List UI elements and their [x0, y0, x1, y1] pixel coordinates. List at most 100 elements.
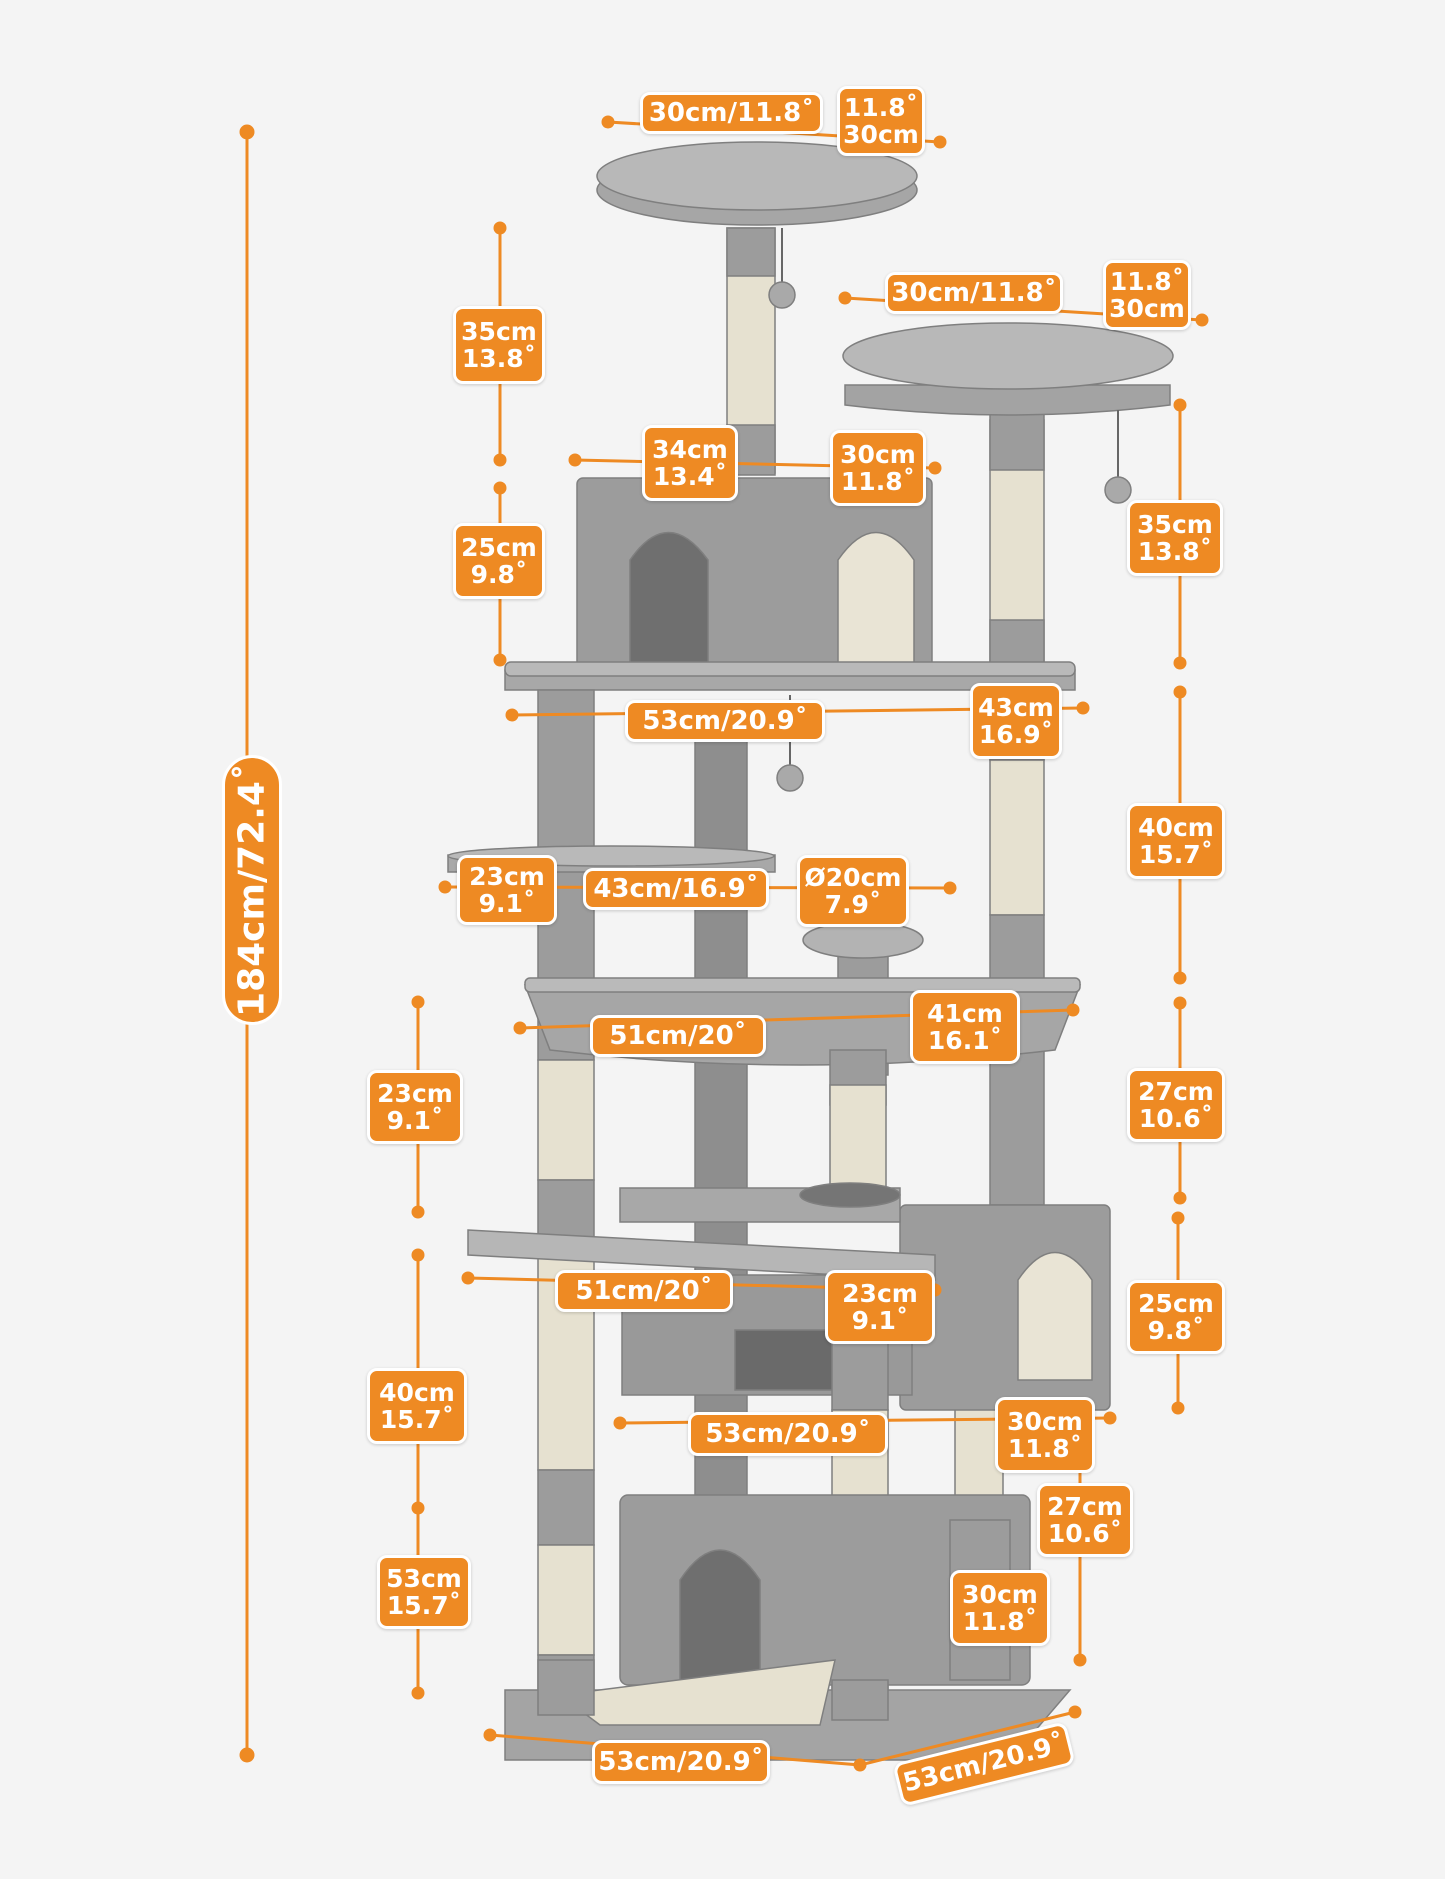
right-perch [844, 384, 1171, 416]
round-perch [802, 921, 924, 959]
label-text: 10.6˚ [1047, 1519, 1123, 1548]
post [537, 1059, 595, 1181]
label-text: 53cm/20.9˚ [642, 705, 808, 736]
label-text: 23cm [842, 1279, 918, 1308]
label-text: 23cm [377, 1079, 453, 1108]
post [537, 1469, 595, 1546]
label-text: 9.8˚ [1147, 1316, 1205, 1345]
label-text: 30cm [962, 1580, 1038, 1609]
label-text: 35cm [461, 317, 537, 346]
post [537, 1659, 595, 1716]
post [989, 409, 1045, 471]
label-text: 25cm [1138, 1289, 1214, 1318]
right-perch [842, 322, 1174, 390]
top-perch [596, 141, 918, 211]
pompom-toy [776, 764, 804, 792]
platform-width-label: 43cm/16.9˚ [583, 868, 769, 910]
label-text: 34cm [652, 435, 728, 464]
label-text: 9.1˚ [478, 889, 536, 918]
pompom-toy [768, 281, 796, 309]
label-text: 51cm/20˚ [609, 1020, 747, 1051]
label-text: 41cm [927, 999, 1003, 1028]
upper-deck-width-label: 53cm/20.9˚ [625, 700, 825, 742]
label-text: 15.7˚ [379, 1405, 455, 1434]
post [829, 1084, 887, 1201]
label-text: 51cm/20˚ [575, 1275, 713, 1306]
hammock-width-label: 51cm/20˚ [590, 1015, 766, 1057]
top-perch-width-label: 30cm/11.8˚ [640, 92, 823, 134]
label-text: 23cm [469, 862, 545, 891]
label-text: 30cm/11.8˚ [891, 277, 1057, 308]
lower-deck [467, 1229, 936, 1281]
total-height-label: 184cm/72.4˚ [222, 755, 282, 1025]
post [726, 227, 776, 277]
top-perch-depth-label: 11.8˚30cm [837, 86, 925, 156]
right-perch-depth-label: 11.8˚30cm [1103, 260, 1191, 330]
post [537, 1179, 595, 1241]
label-text: Ø20cm [804, 863, 902, 892]
label-text: 27cm [1047, 1492, 1123, 1521]
label-text: 27cm [1138, 1077, 1214, 1106]
pompom-toy [1104, 476, 1132, 504]
label-text: 25cm [461, 533, 537, 562]
label-text: 30cm [1109, 294, 1185, 323]
label-text: 11.8˚ [843, 93, 919, 122]
right-perch-width-label: 30cm/11.8˚ [885, 272, 1063, 314]
label-text: 15.7˚ [1138, 840, 1214, 869]
label-text: 30cm/11.8˚ [648, 97, 815, 128]
label-text: 9.1˚ [851, 1306, 909, 1335]
total-height-text: 184cm/72.4˚ [231, 763, 273, 1017]
label-text: 7.9˚ [824, 890, 882, 919]
label-text: 35cm [1137, 510, 1213, 539]
mid-deck-width-label: 53cm/20.9˚ [688, 1412, 888, 1456]
label-text: 13.8˚ [1137, 537, 1213, 566]
label-text: 16.9˚ [978, 720, 1054, 749]
label-text: 30cm [843, 120, 919, 149]
label-text: 40cm [1138, 813, 1214, 842]
label-text: 43cm [978, 693, 1054, 722]
label-text: 30cm [1007, 1407, 1083, 1436]
lower-deck-width-label: 51cm/20˚ [555, 1270, 733, 1312]
label-text: 9.8˚ [470, 560, 528, 589]
label-text: 10.6˚ [1138, 1104, 1214, 1133]
label-text: 15.7˚ [386, 1591, 462, 1620]
post [831, 1679, 889, 1721]
label-text: 53cm/20.9˚ [705, 1418, 871, 1449]
label-text: 11.8˚ [840, 467, 916, 496]
label-text: 30cm [840, 440, 916, 469]
label-text: 11.8˚ [1109, 267, 1185, 296]
label-text: 11.8˚ [962, 1607, 1038, 1636]
label-text: 9.1˚ [386, 1106, 444, 1135]
label-text: 16.1˚ [927, 1026, 1003, 1055]
label-text: 53cm [386, 1564, 462, 1593]
label-text: 43cm/16.9˚ [593, 873, 759, 904]
label-text: 11.8˚ [1007, 1434, 1083, 1463]
label-text: 53cm/20.9˚ [598, 1746, 764, 1777]
base-width-label: 53cm/20.9˚ [592, 1740, 770, 1784]
label-text: 13.8˚ [461, 344, 537, 373]
label-text: 13.4˚ [652, 462, 728, 491]
label-text: 40cm [379, 1378, 455, 1407]
post [537, 1544, 595, 1656]
